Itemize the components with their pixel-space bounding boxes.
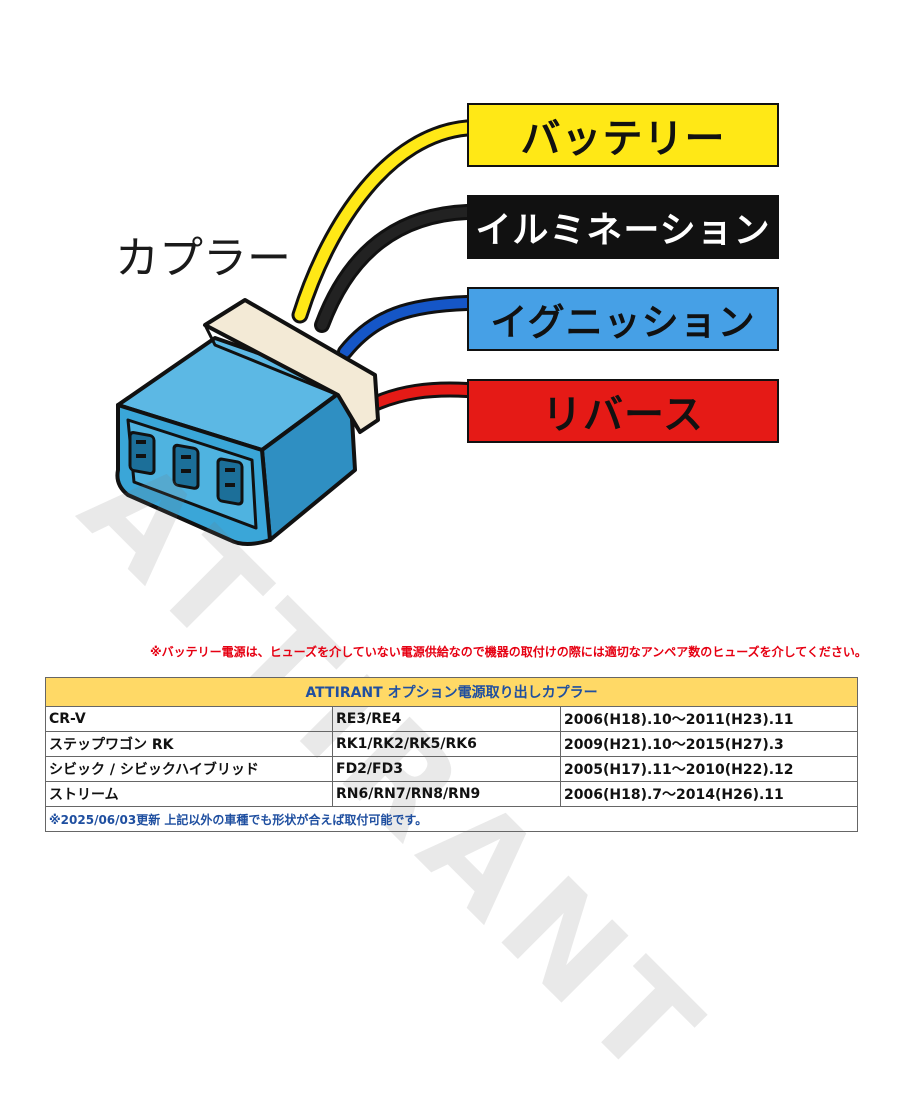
cell-years: 2005(H17).11〜2010(H22).12 xyxy=(559,756,859,782)
cell-model: ストリーム xyxy=(45,781,333,807)
table-footnote: ※2025/06/03更新 上記以外の車種でも形状が合えば取付可能です。 xyxy=(44,806,859,832)
terminal-holes xyxy=(128,431,244,506)
cell-years: 2009(H21).10〜2015(H27).3 xyxy=(559,731,859,757)
coupler-label: カプラー xyxy=(115,233,291,284)
cell-model: CR-V xyxy=(45,706,333,732)
cell-codes: RK1/RK2/RK5/RK6 xyxy=(332,731,561,757)
table-row: ステップワゴン RK RK1/RK2/RK5/RK6 2009(H21).10〜… xyxy=(45,731,859,757)
wire-ignition xyxy=(337,295,475,360)
label-reverse: リバース xyxy=(467,379,779,443)
compatibility-table: ATTIRANT オプション電源取り出しカプラー CR-V RE3/RE4 20… xyxy=(44,677,859,832)
table-footnote-row: ※2025/06/03更新 上記以外の車種でも形状が合えば取付可能です。 xyxy=(44,806,859,832)
cell-model: ステップワゴン RK xyxy=(45,731,333,757)
coupler-illustration xyxy=(115,119,476,546)
table-row: CR-V RE3/RE4 2006(H18).10〜2011(H23).11 xyxy=(45,706,859,732)
wire-illumination xyxy=(314,204,475,333)
table-row: シビック / シビックハイブリッド FD2/FD3 2005(H17).11〜2… xyxy=(45,756,859,782)
cell-codes: FD2/FD3 xyxy=(332,756,561,782)
cell-model: シビック / シビックハイブリッド xyxy=(45,756,333,782)
cell-codes: RE3/RE4 xyxy=(332,706,561,732)
fuse-warning-note: ※バッテリー電源は、ヒューズを介していない電源供給なので機器の取付けの際には適切… xyxy=(150,645,867,659)
label-battery: バッテリー xyxy=(467,103,779,167)
label-illumination: イルミネーション xyxy=(467,195,779,259)
label-ignition: イグニッション xyxy=(467,287,779,351)
coupler-body xyxy=(115,298,380,546)
compatibility-table-wrap: ATTIRANT オプション電源取り出しカプラー CR-V RE3/RE4 20… xyxy=(44,677,859,832)
wire-reverse xyxy=(364,381,475,413)
wire-battery xyxy=(291,119,476,324)
cell-codes: RN6/RN7/RN8/RN9 xyxy=(332,781,561,807)
cell-years: 2006(H18).10〜2011(H23).11 xyxy=(559,706,859,732)
table-header-row: ATTIRANT オプション電源取り出しカプラー xyxy=(44,677,859,707)
table-title: ATTIRANT オプション電源取り出しカプラー xyxy=(44,677,859,707)
cell-years: 2006(H18).7〜2014(H26).11 xyxy=(559,781,859,807)
table-row: ストリーム RN6/RN7/RN8/RN9 2006(H18).7〜2014(H… xyxy=(45,781,859,807)
